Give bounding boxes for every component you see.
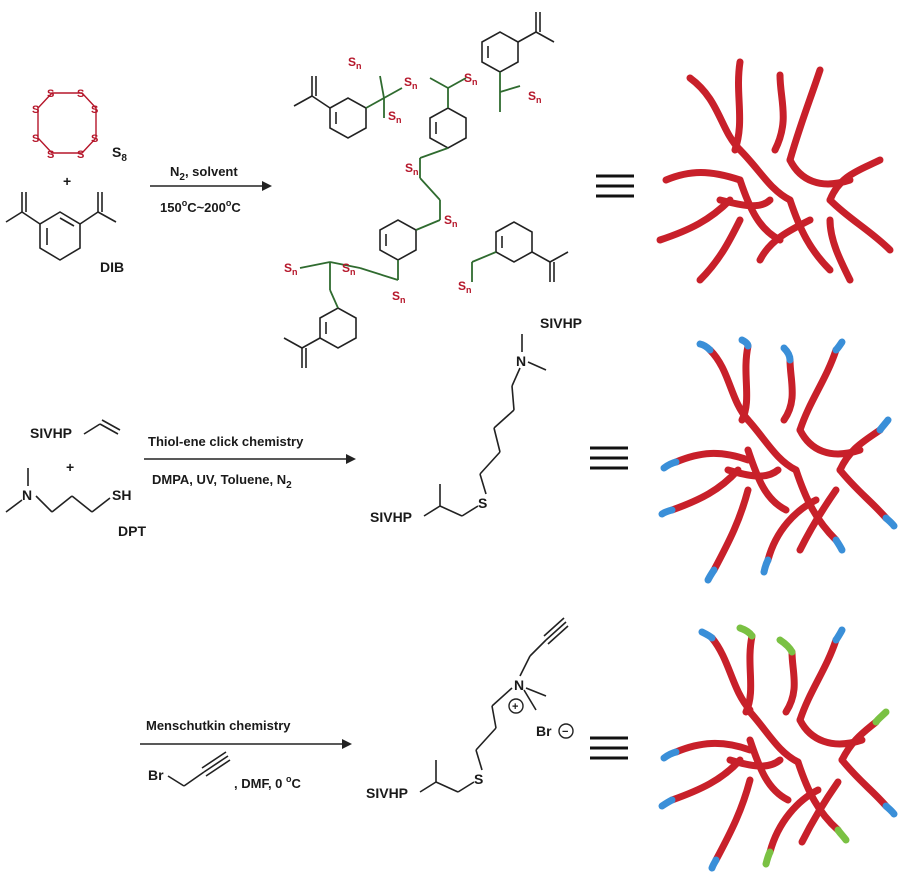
n-atom: N: [22, 487, 32, 503]
dpt-molecule: N SH: [5, 468, 131, 513]
polymer-network-cartoon-3: [658, 624, 898, 872]
s-atom: S: [478, 495, 487, 511]
s8-atom: S: [91, 133, 98, 145]
dpt-grafted-product: SIVHP S N: [370, 334, 547, 525]
dpt-label: DPT: [118, 523, 146, 539]
positive-charge: +: [512, 701, 518, 713]
s8-atom: S: [32, 104, 39, 116]
condition-3-top: Menschutkin chemistry: [146, 718, 291, 733]
plus-sign: +: [66, 459, 74, 475]
bromide-counterion: Br: [536, 723, 552, 739]
sn-label: Sn: [388, 109, 402, 125]
sivhp-vinyl-reactant: SIVHP: [30, 419, 121, 441]
quaternized-product: SIVHP S N + Br −: [366, 617, 574, 801]
s8-atom: S: [91, 104, 98, 116]
plus-sign: +: [63, 173, 71, 189]
sn-label: Sn: [404, 75, 418, 91]
sn-label: Sn: [392, 289, 406, 305]
sivhp-label: SIVHP: [540, 315, 582, 331]
s8-atom: S: [77, 149, 84, 161]
dib-molecule: [5, 192, 117, 261]
condition-1-bottom: 150oC~200oC: [160, 198, 241, 215]
equivalence-symbol-1: [596, 174, 634, 198]
s8-atom: S: [32, 133, 39, 145]
sn-label: Sn: [464, 71, 478, 87]
sn-label: Sn: [528, 89, 542, 105]
s8-atom: S: [77, 88, 84, 100]
s8-ring: S S S S S S S S: [32, 88, 98, 161]
sn-label: Sn: [342, 261, 356, 277]
sn-label: Sn: [348, 55, 362, 71]
condition-1-top: N2, solvent: [170, 164, 238, 183]
sivhp-network-structure: [283, 12, 569, 368]
reaction-arrow-2: [144, 454, 356, 464]
condition-3-bottom: , DMF, 0 oC: [234, 774, 302, 791]
sh-group: SH: [112, 487, 131, 503]
br-atom: Br: [148, 767, 164, 783]
reaction-arrow-3: [140, 739, 352, 749]
negative-charge: −: [562, 726, 568, 738]
polymer-network-cartoon-2: [658, 336, 898, 584]
n-atom-product: N: [516, 353, 526, 369]
product-sivhp-prefix: SIVHP: [370, 509, 412, 525]
sn-label: Sn: [458, 279, 472, 295]
n-atom: N: [514, 677, 524, 693]
propargyl-bromide: Br: [148, 751, 231, 787]
sn-label: Sn: [405, 161, 419, 177]
reaction-arrow-1: [150, 181, 272, 191]
sn-label: Sn: [444, 213, 458, 229]
condition-2-top: Thiol-ene click chemistry: [148, 434, 304, 449]
product-sivhp-prefix: SIVHP: [366, 785, 408, 801]
polymer-network-cartoon-1: [656, 58, 894, 284]
sn-labels: Sn Sn Sn Sn Sn Sn Sn Sn Sn Sn Sn: [284, 55, 542, 305]
s-atom: S: [474, 771, 483, 787]
equivalence-symbol-2: [590, 446, 628, 470]
s8-atom: S: [47, 149, 54, 161]
equivalence-symbol-3: [590, 736, 628, 760]
sivhp-reactant-label: SIVHP: [30, 425, 72, 441]
s8-atom: S: [47, 88, 54, 100]
sn-label: Sn: [284, 261, 298, 277]
dib-label: DIB: [100, 259, 124, 275]
condition-2-bottom: DMPA, UV, Toluene, N2: [152, 472, 292, 491]
s8-label: S8: [112, 144, 127, 164]
